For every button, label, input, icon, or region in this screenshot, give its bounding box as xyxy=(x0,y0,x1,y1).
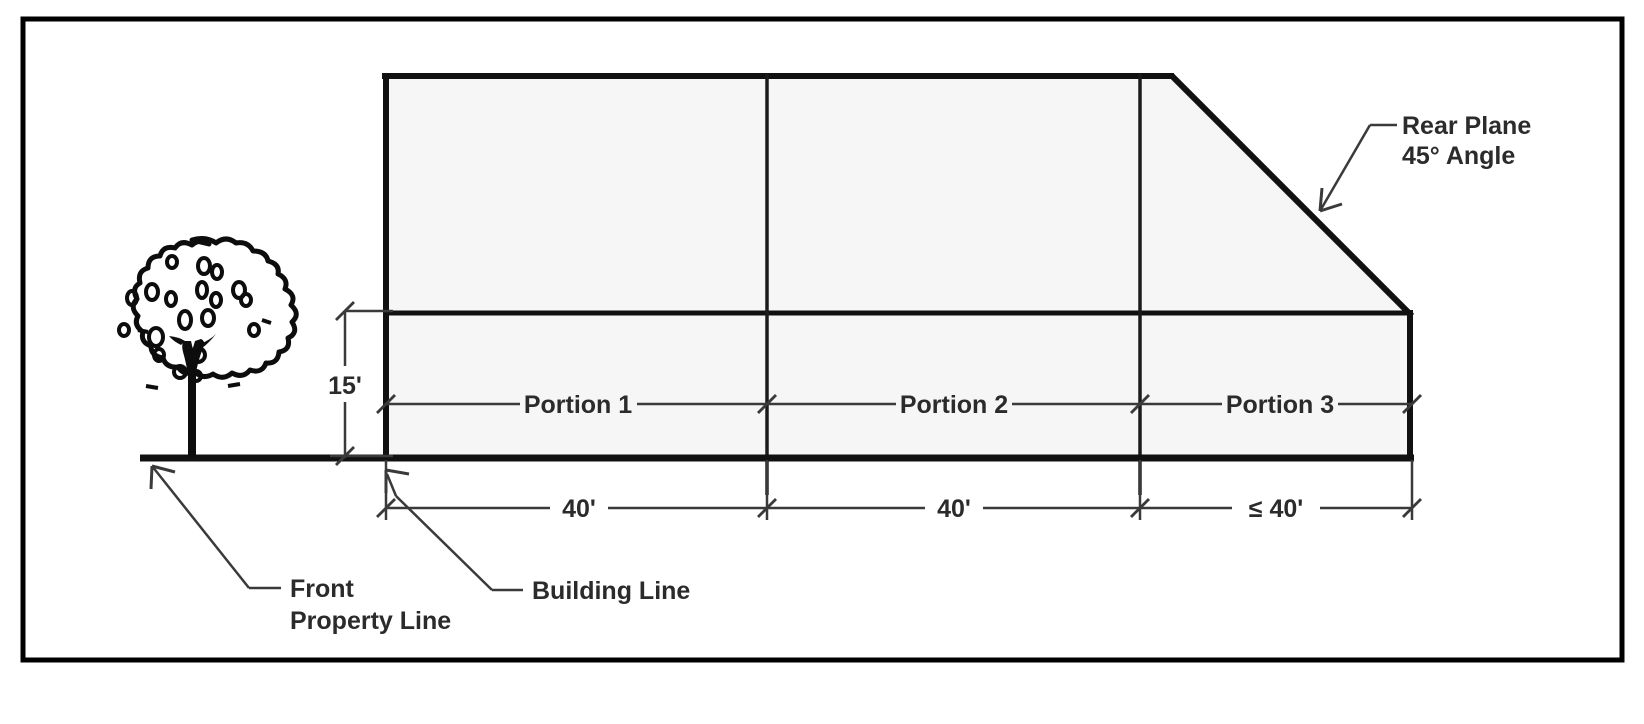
portion-1-label: Portion 1 xyxy=(524,391,632,419)
height-dimension-15ft: 15' xyxy=(328,301,393,466)
width-tick-a xyxy=(376,498,396,518)
portion-tick-c xyxy=(1130,394,1150,414)
portion-tick-d xyxy=(1402,394,1422,414)
building-line-label: Building Line xyxy=(532,577,690,605)
building-line-arrow-icon xyxy=(384,468,410,493)
rear-plane-45-edge xyxy=(1168,72,1415,319)
building-envelope-fill xyxy=(385,74,1412,458)
portion-dimension-row: Portion 1 Portion 2 Portion 3 xyxy=(376,391,1422,419)
building-line-leader-tail xyxy=(385,473,398,497)
width-dimension-row: 40' 40' ≤ 40' xyxy=(376,460,1422,523)
width-tick-b xyxy=(757,498,777,518)
building-line-annotation: Building Line xyxy=(384,468,690,605)
height-dimension-label: 15' xyxy=(328,372,362,400)
front-property-label-line2: Property Line xyxy=(290,607,451,635)
portion-2-label: Portion 2 xyxy=(900,391,1008,419)
front-property-label-line1: Front xyxy=(290,575,355,603)
width-tick-d xyxy=(1402,498,1422,518)
front-property-line-annotation: Front Property Line xyxy=(149,464,451,635)
front-property-arrow-icon xyxy=(149,464,176,490)
rear-plane-label-line2: 45° Angle xyxy=(1402,142,1515,170)
portion-tick-b xyxy=(757,394,777,414)
front-property-leader-line xyxy=(151,465,250,589)
portion-tick-a xyxy=(376,394,396,414)
height-dim-tick-bottom xyxy=(335,446,355,466)
width-2-label: 40' xyxy=(937,495,971,523)
rear-plane-arrow-icon xyxy=(1318,187,1343,213)
height-dim-tick-top xyxy=(335,301,355,321)
width-1-label: 40' xyxy=(562,495,596,523)
width-3-label: ≤ 40' xyxy=(1249,495,1303,523)
portion-3-label: Portion 3 xyxy=(1226,391,1334,419)
tree-icon xyxy=(117,236,299,457)
rear-plane-leader-line xyxy=(1318,124,1372,212)
diagram-frame xyxy=(20,16,1625,663)
building-line-leader xyxy=(395,495,493,591)
rear-plane-annotation: Rear Plane 45° Angle xyxy=(1318,112,1531,213)
rear-plane-label-line1: Rear Plane xyxy=(1402,112,1531,140)
width-tick-c xyxy=(1130,498,1150,518)
